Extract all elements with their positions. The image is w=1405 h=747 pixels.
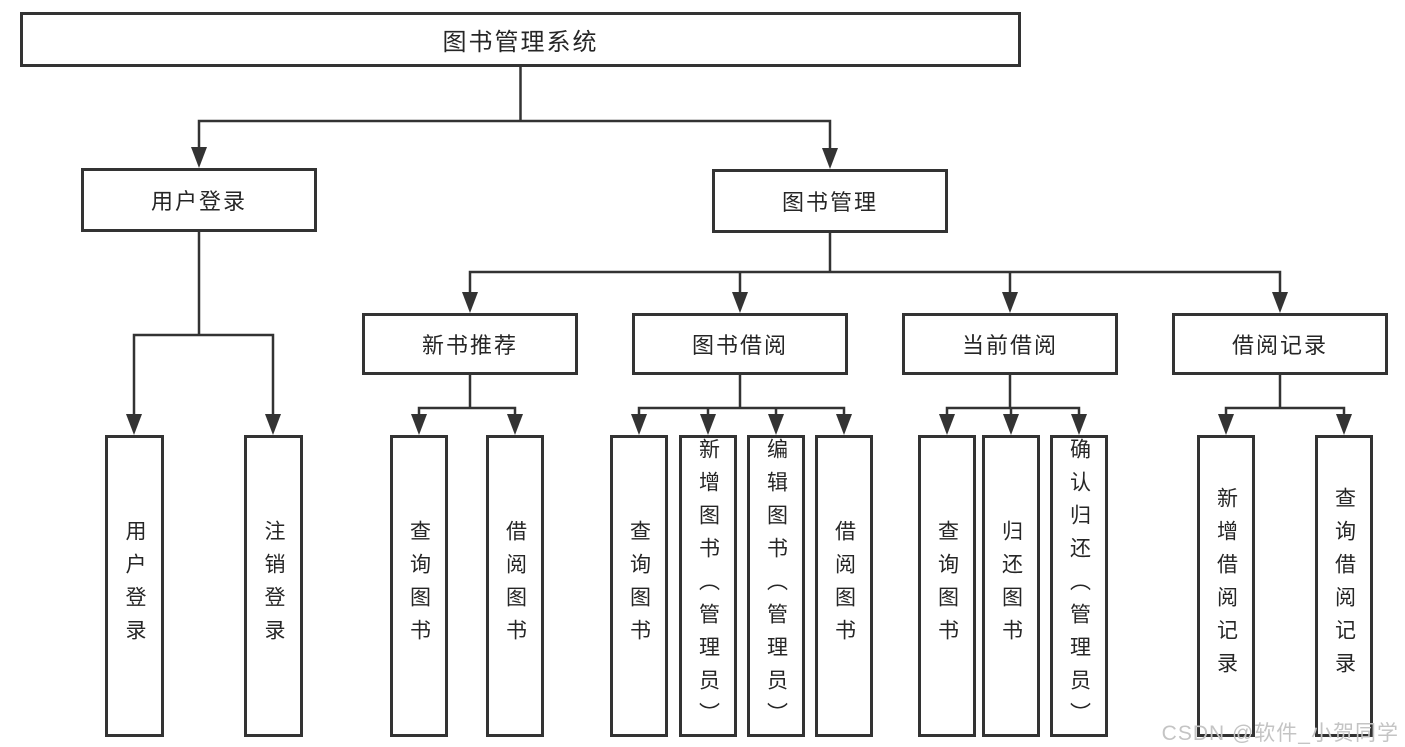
leaf-add-books-admin: 新增图书（管理员）: [679, 435, 737, 737]
leaf-query-books-recommend: 查询图书: [390, 435, 448, 737]
leaf-query-borrow-record: 查询借阅记录: [1315, 435, 1373, 737]
leaf-borrow-books-recommend: 借阅图书: [486, 435, 544, 737]
leaf-label: 注销登录: [262, 520, 285, 652]
node-label: 图书管理: [781, 190, 878, 215]
leaf-label: 编辑图书（管理员）: [764, 438, 788, 735]
leaf-query-books-borrow: 查询图书: [610, 435, 668, 737]
leaf-logout: 注销登录: [244, 435, 303, 737]
node-current-borrowing: 当前借阅: [902, 313, 1118, 375]
leaf-label: 借阅图书: [832, 520, 856, 652]
leaf-query-books-current: 查询图书: [918, 435, 976, 737]
leaf-label: 用户登录: [123, 520, 146, 652]
leaf-label: 查询借阅记录: [1332, 487, 1356, 685]
node-borrowing-records: 借阅记录: [1172, 313, 1388, 375]
leaf-label: 查询图书: [407, 520, 431, 652]
node-book-borrowing: 图书借阅: [632, 313, 848, 375]
leaf-return-books: 归还图书: [982, 435, 1040, 737]
leaf-edit-books-admin: 编辑图书（管理员）: [747, 435, 805, 737]
node-label: 图书借阅: [691, 333, 788, 358]
node-library-management-system: 图书管理系统: [20, 12, 1021, 67]
leaf-label: 确认归还（管理员）: [1067, 438, 1091, 735]
arrowhead-icons: [126, 147, 1352, 435]
leaf-borrow-books: 借阅图书: [815, 435, 873, 737]
node-new-book-recommendation: 新书推荐: [362, 313, 578, 375]
node-label: 借阅记录: [1231, 333, 1328, 358]
node-label: 用户登录: [150, 189, 247, 214]
leaf-add-borrow-record: 新增借阅记录: [1197, 435, 1255, 737]
leaf-label: 新增图书（管理员）: [696, 438, 720, 735]
node-label: 新书推荐: [421, 333, 518, 358]
leaf-label: 借阅图书: [503, 520, 527, 652]
watermark: CSDN @软件_小贺同学: [1161, 722, 1399, 745]
leaf-label: 查询图书: [627, 520, 651, 652]
leaf-confirm-return-admin: 确认归还（管理员）: [1050, 435, 1108, 737]
leaf-user-login: 用户登录: [105, 435, 164, 737]
leaf-label: 查询图书: [935, 520, 959, 652]
leaf-label: 归还图书: [999, 520, 1023, 652]
leaf-label: 新增借阅记录: [1214, 487, 1238, 685]
node-label: 当前借阅: [961, 333, 1058, 358]
node-label: 图书管理系统: [442, 29, 599, 56]
node-user-login: 用户登录: [81, 168, 317, 232]
node-book-management: 图书管理: [712, 169, 948, 233]
